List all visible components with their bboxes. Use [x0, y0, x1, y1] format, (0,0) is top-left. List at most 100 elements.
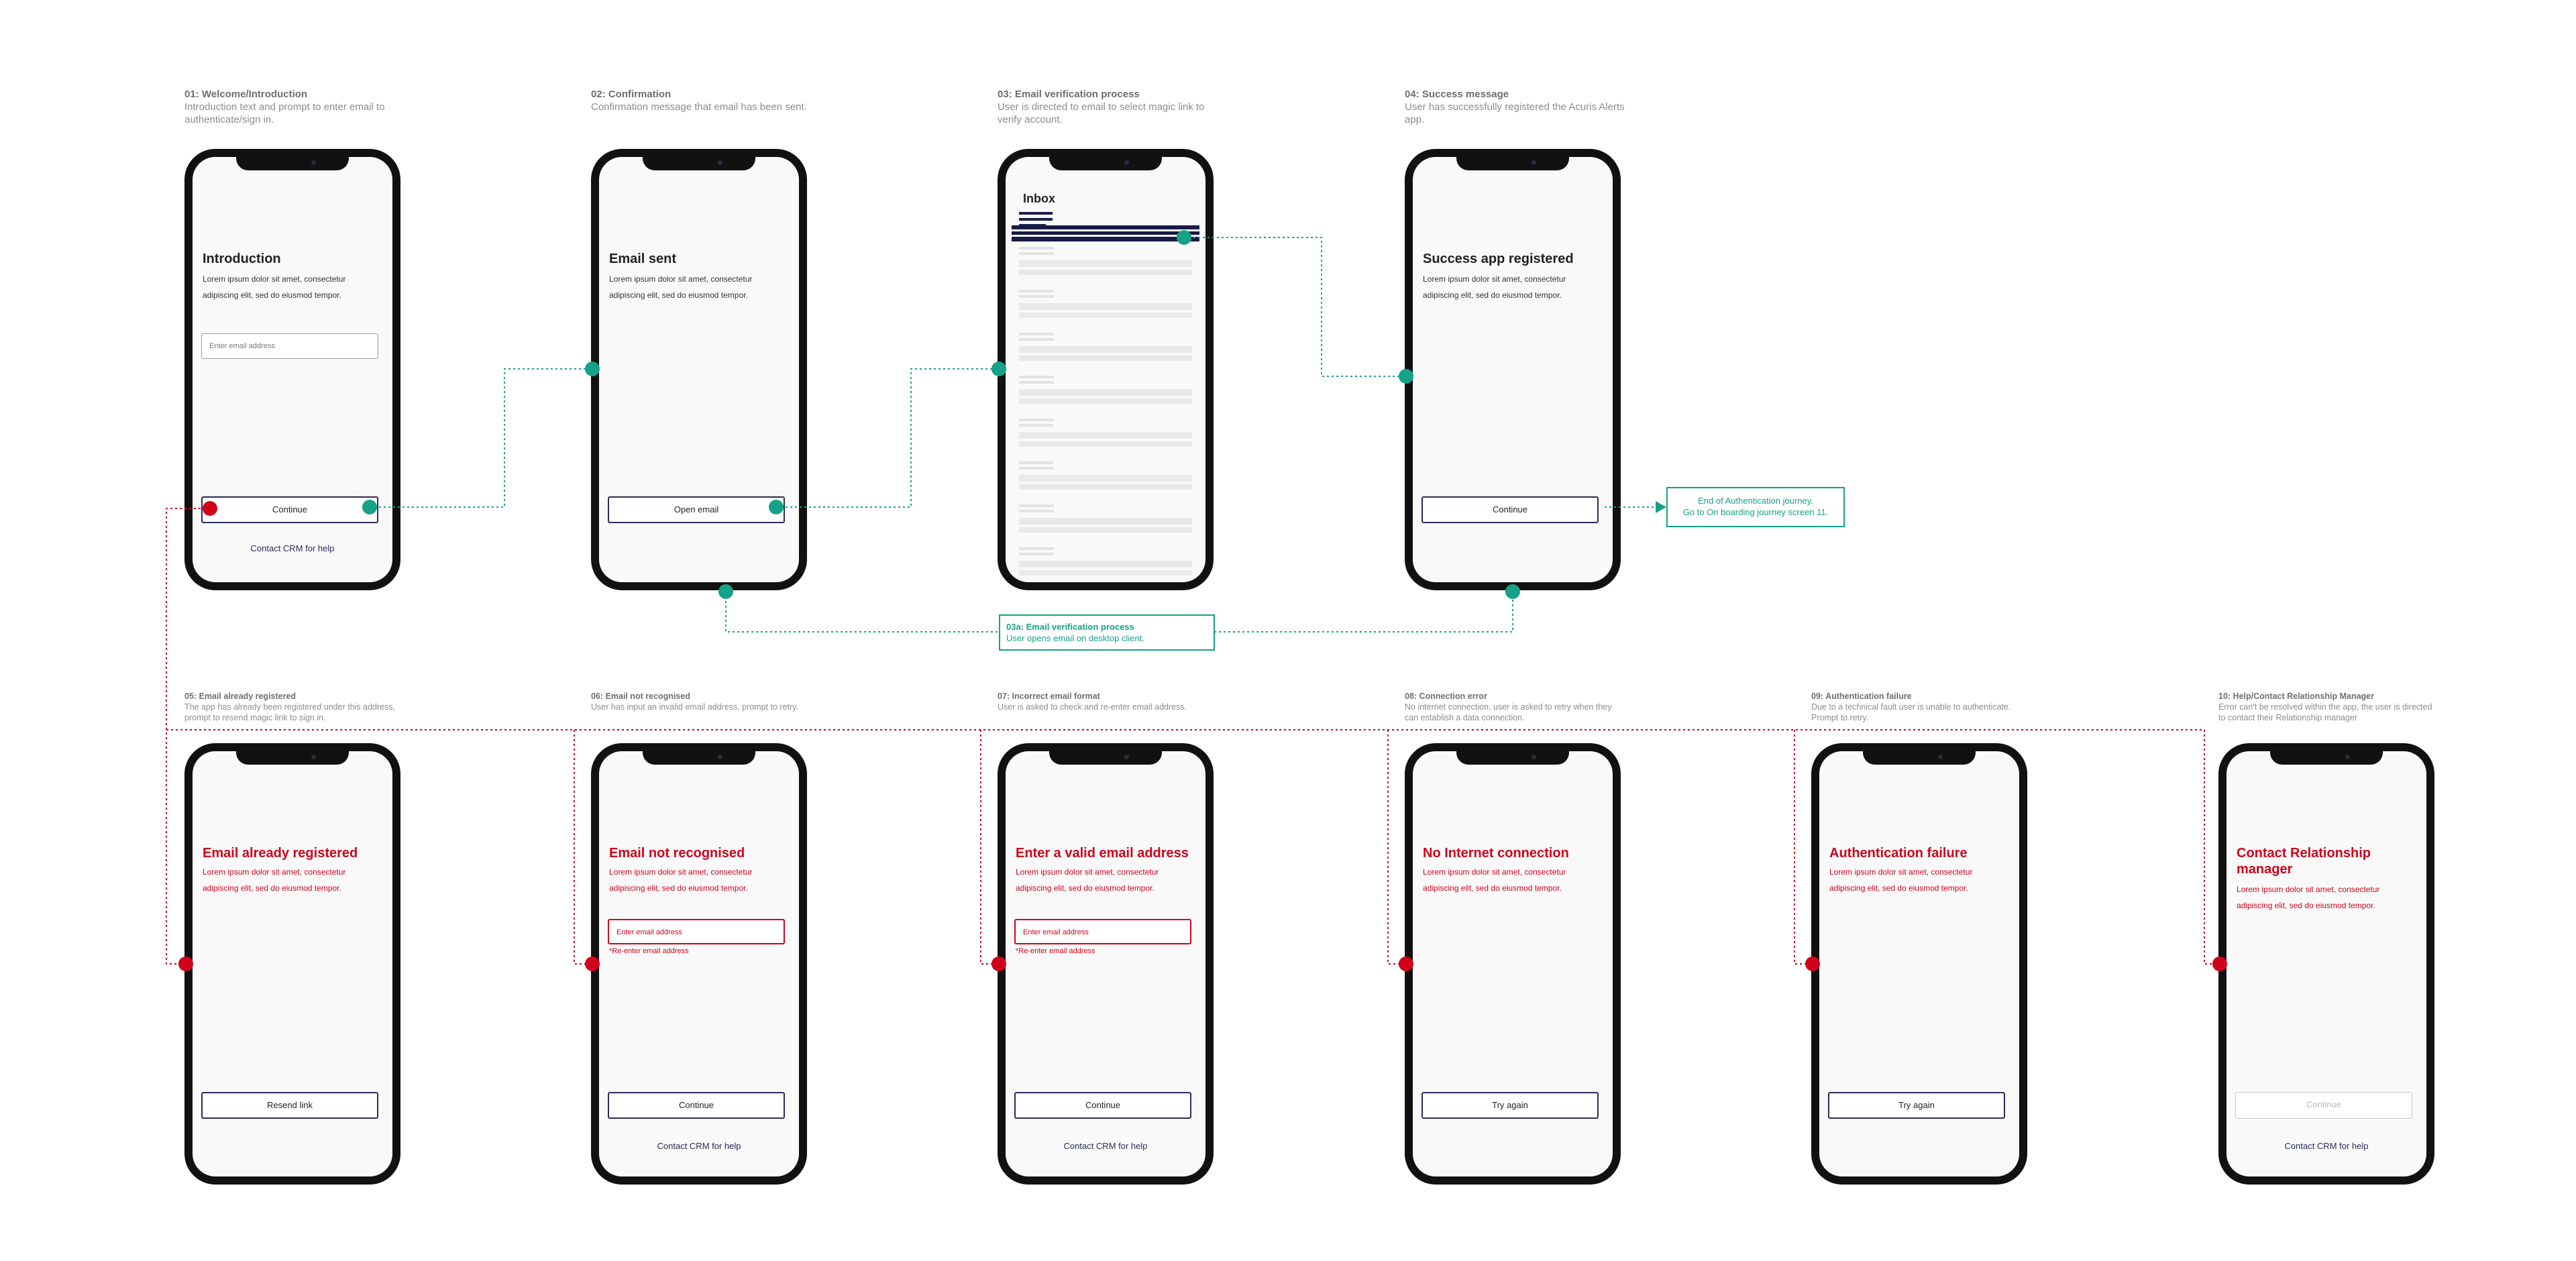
- email-input[interactable]: Enter email address: [201, 333, 378, 359]
- error-path-dot: [991, 956, 1006, 971]
- error-connector-to-10: [2204, 730, 2220, 965]
- flow-dot: [1177, 230, 1191, 245]
- screen-title: Email already registered: [203, 846, 358, 861]
- flow-dot: [991, 362, 1006, 376]
- camera-icon: [718, 755, 722, 759]
- caption-description: No internet connection, user is asked to…: [1405, 702, 1612, 722]
- flow-dot: [769, 500, 784, 514]
- phone-09-authentication-failure: Authentication failure Lorem ipsum dolor…: [1811, 743, 2027, 1185]
- screen-title: Email sent: [609, 252, 677, 266]
- desktop-client-note: 03a: Email verification process User ope…: [999, 614, 1215, 651]
- contact-crm-link[interactable]: Contact CRM for help: [250, 543, 335, 553]
- contact-crm-link[interactable]: Contact CRM for help: [1063, 1141, 1148, 1151]
- camera-icon: [1532, 755, 1536, 759]
- caption-02: 02: Confirmation Confirmation message th…: [591, 88, 812, 113]
- screen-title: Email not recognised: [609, 846, 745, 861]
- caption-title: 01: Welcome/Introduction: [184, 89, 308, 100]
- contact-crm-link[interactable]: Contact CRM for help: [2284, 1141, 2369, 1151]
- caption-06: 06: Email not recognised User has input …: [591, 691, 812, 712]
- screen-body: Lorem ipsum dolor sit amet, consectetur …: [1423, 274, 1566, 300]
- continue-button-disabled[interactable]: Continue: [2235, 1092, 2412, 1119]
- open-email-button[interactable]: Open email: [608, 496, 785, 523]
- email-row[interactable]: [1019, 447, 1192, 490]
- caption-05: 05: Email already registered The app has…: [184, 691, 406, 723]
- error-path-dot: [1805, 956, 1820, 971]
- phone-notch: [1049, 156, 1162, 170]
- camera-icon: [2345, 755, 2350, 759]
- menu-icon-bar: [1019, 212, 1053, 215]
- caption-08: 08: Connection error No internet connect…: [1405, 691, 1626, 723]
- error-path-dot: [178, 956, 193, 971]
- phone-notch: [643, 156, 755, 170]
- email-list: [1019, 232, 1192, 575]
- email-row[interactable]: [1019, 318, 1192, 361]
- camera-icon: [1938, 755, 1943, 759]
- screen-body: Lorem ipsum dolor sit amet, consectetur …: [203, 274, 346, 300]
- caption-description: User has successfully registered the Acu…: [1405, 101, 1625, 125]
- caption-title: 06: Email not recognised: [591, 692, 690, 701]
- phone-screen: No Internet connection Lorem ipsum dolor…: [1413, 751, 1613, 1176]
- flow-dot: [362, 500, 377, 514]
- phone-01-introduction: Introduction Lorem ipsum dolor sit amet,…: [184, 149, 400, 590]
- screen-title: No Internet connection: [1423, 846, 1569, 861]
- magic-link-email-row[interactable]: [1012, 225, 1199, 241]
- contact-crm-link[interactable]: Contact CRM for help: [657, 1141, 741, 1151]
- screen-title: Authentication failure: [1829, 846, 1968, 861]
- caption-description: Due to a technical fault user is unable …: [1811, 702, 2011, 722]
- note-line: End of Authentication journey.: [1698, 496, 1813, 506]
- screen-body: Lorem ipsum dolor sit amet, consectetur …: [609, 867, 753, 893]
- phone-07-incorrect-email-format: Enter a valid email address Lorem ipsum …: [998, 743, 1214, 1185]
- email-row[interactable]: [1019, 232, 1192, 275]
- connector-03-to-04: [1184, 237, 1406, 377]
- caption-title: 03: Email verification process: [998, 89, 1140, 100]
- phone-10-contact-relationship-manager: Contact Relationship manager Lorem ipsum…: [2218, 743, 2434, 1185]
- connector-03a-to-04: [1214, 592, 1513, 633]
- caption-title: 10: Help/Contact Relationship Manager: [2218, 692, 2374, 701]
- error-path-dot: [2212, 956, 2227, 971]
- phone-screen: Introduction Lorem ipsum dolor sit amet,…: [193, 157, 392, 582]
- caption-description: User is directed to email to select magi…: [998, 101, 1205, 125]
- phone-screen: Email sent Lorem ipsum dolor sit amet, c…: [599, 157, 799, 582]
- email-row[interactable]: [1019, 533, 1192, 575]
- caption-07: 07: Incorrect email format User is asked…: [998, 691, 1219, 712]
- phone-02-email-sent: Email sent Lorem ipsum dolor sit amet, c…: [591, 149, 807, 590]
- phone-notch: [1456, 750, 1569, 765]
- flow-dot: [585, 362, 600, 376]
- error-connector-to-09: [1794, 730, 1813, 965]
- continue-button[interactable]: Continue: [1421, 496, 1599, 523]
- caption-title: 02: Confirmation: [591, 89, 672, 100]
- continue-button[interactable]: Continue: [1014, 1092, 1191, 1119]
- screen-body: Lorem ipsum dolor sit amet, consectetur …: [1016, 867, 1159, 893]
- phone-05-email-already-registered: Email already registered Lorem ipsum dol…: [184, 743, 400, 1185]
- phone-notch: [1456, 156, 1569, 170]
- continue-button[interactable]: Continue: [201, 496, 378, 523]
- try-again-button[interactable]: Try again: [1421, 1092, 1599, 1119]
- email-row[interactable]: [1019, 361, 1192, 404]
- phone-04-success: Success app registered Lorem ipsum dolor…: [1405, 149, 1621, 590]
- screen-body: Lorem ipsum dolor sit amet, consectetur …: [203, 867, 346, 893]
- phone-notch: [1863, 750, 1976, 765]
- email-row[interactable]: [1019, 275, 1192, 318]
- phone-screen: Contact Relationship manager Lorem ipsum…: [2226, 751, 2426, 1176]
- resend-link-button[interactable]: Resend link: [201, 1092, 378, 1119]
- error-connector-to-07: [980, 730, 999, 965]
- email-row[interactable]: [1019, 404, 1192, 447]
- flow-dot: [1505, 584, 1520, 599]
- inbox-title: Inbox: [1023, 192, 1055, 205]
- phone-screen: Enter a valid email address Lorem ipsum …: [1006, 751, 1205, 1176]
- email-input[interactable]: Enter email address: [1014, 919, 1191, 944]
- caption-03: 03: Email verification process User is d…: [998, 88, 1219, 126]
- note-title: 03a: Email verification process: [1006, 622, 1134, 632]
- connector-02-to-03a: [725, 592, 999, 633]
- caption-description: Introduction text and prompt to enter em…: [184, 101, 385, 125]
- continue-button[interactable]: Continue: [608, 1092, 785, 1119]
- caption-title: 08: Connection error: [1405, 692, 1487, 701]
- phone-notch: [1049, 750, 1162, 765]
- camera-icon: [1124, 755, 1129, 759]
- email-input[interactable]: Enter email address: [608, 919, 785, 944]
- caption-description: Error can't be resolved within the app, …: [2218, 702, 2432, 722]
- connector-02-to-03: [776, 368, 999, 508]
- try-again-button[interactable]: Try again: [1828, 1092, 2005, 1119]
- email-row[interactable]: [1019, 490, 1192, 533]
- screen-title: Enter a valid email address: [1016, 846, 1189, 861]
